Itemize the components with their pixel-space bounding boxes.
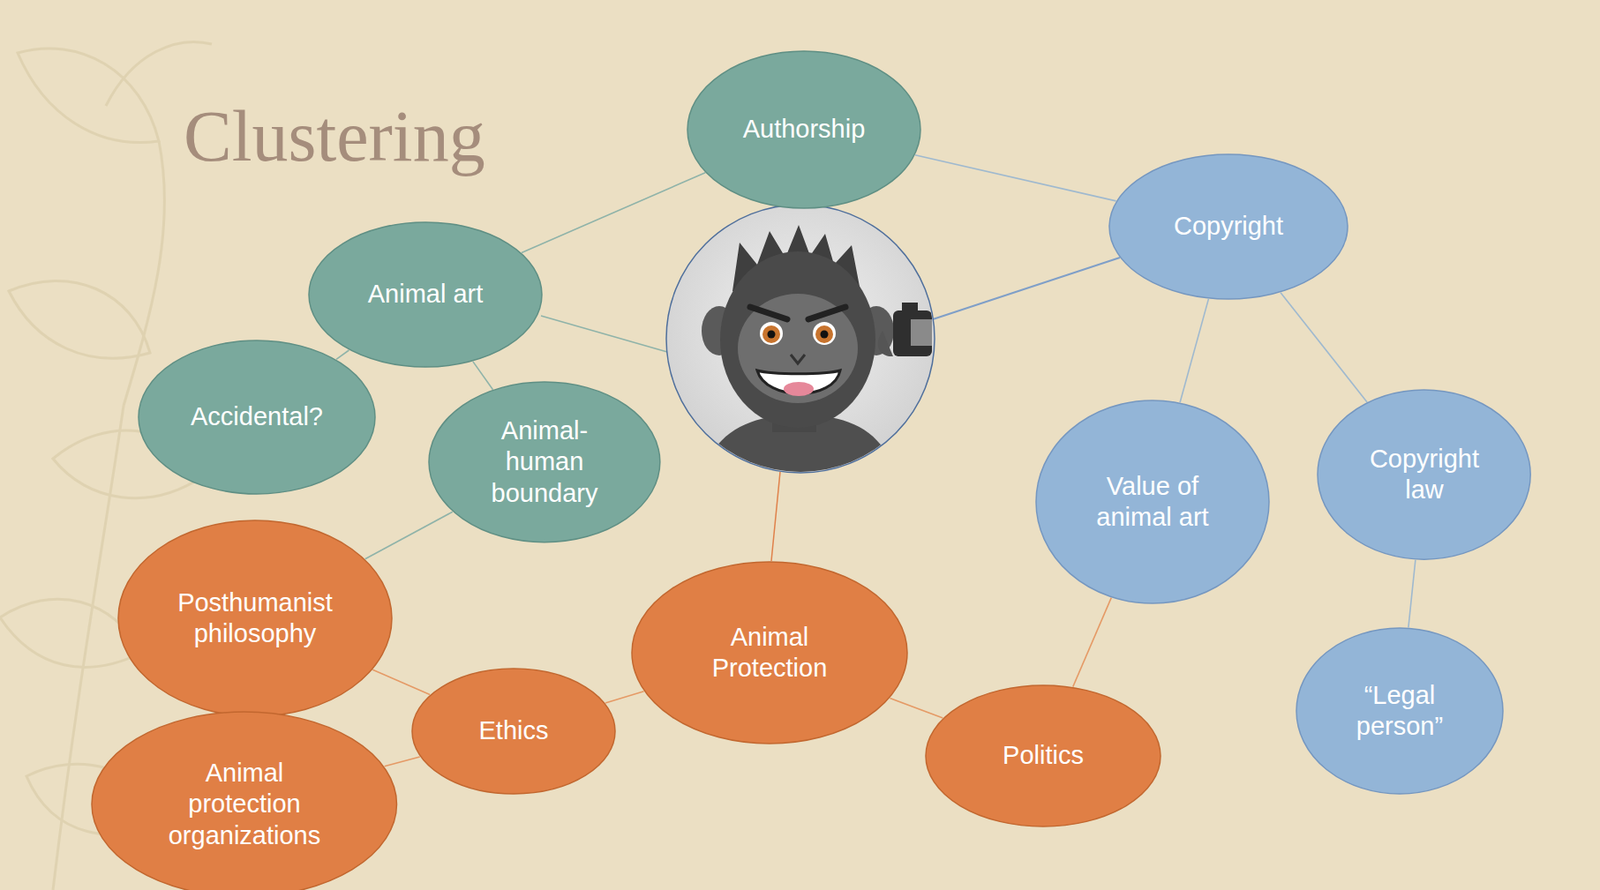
cluster-ellipse: Authorship (686, 50, 922, 210)
connector-line (473, 361, 494, 391)
monkey-iris (762, 325, 781, 344)
connector-line (1280, 292, 1368, 403)
monkey-face (737, 293, 858, 404)
text-block: Animal art (368, 278, 484, 310)
ellipse-outline (630, 561, 909, 745)
monkey-eye (759, 322, 783, 346)
connector-line (365, 511, 453, 559)
text-block: Animal protection organizations (147, 758, 342, 852)
text-block: Authorship (743, 113, 866, 145)
ellipse-shape (308, 222, 542, 368)
cluster-ellipse: Animal Protection (630, 561, 909, 745)
ellipse-shape (91, 712, 398, 890)
ellipse-outline (1295, 627, 1504, 796)
node-label: Animal Protection (676, 622, 863, 685)
slide-title: Clustering (183, 95, 486, 179)
monkey-tongue (783, 382, 814, 397)
ellipse-shape (412, 668, 616, 795)
cluster-ellipse: Copyright (1108, 153, 1349, 301)
node-label: Copyright law (1349, 443, 1500, 507)
node-label: Copyright (1173, 210, 1284, 242)
text-block: Value of animal art (1095, 471, 1210, 534)
cluster-ellipse: Animal-human boundary (428, 381, 662, 544)
portrait-border (666, 204, 935, 474)
node-label: Politics (1002, 740, 1084, 772)
connector-line (336, 350, 349, 360)
camera-icon (878, 302, 932, 357)
text-block: Copyright (1173, 210, 1284, 242)
ellipse-shape (687, 51, 921, 209)
text-block: Politics (1002, 740, 1084, 772)
node-label: Authorship (743, 113, 866, 145)
node-label: Animal-human boundary (482, 415, 607, 510)
node-label: Value of animal art (1095, 471, 1210, 534)
connector-line (932, 257, 1120, 320)
cluster-ellipse: Copyright law (1316, 389, 1532, 561)
text-block: Copyright law (1349, 443, 1500, 507)
leaf (8, 280, 151, 359)
camera-top (901, 302, 918, 314)
node-label: Animal protection organizations (147, 758, 342, 852)
ellipse-shape (1317, 390, 1531, 560)
cluster-ellipse: Posthumanist philosophy (117, 519, 393, 718)
camera-body (893, 310, 932, 357)
node-label: “Legal person” (1346, 680, 1453, 744)
cluster-ellipse: Ethics (411, 668, 616, 796)
connector-line (521, 172, 706, 254)
monkey-brow (808, 307, 846, 320)
monkey-eye (812, 322, 836, 346)
ellipse-shape (428, 382, 661, 543)
connector-line (1179, 299, 1209, 403)
cluster-ellipse: Accidental? (137, 339, 376, 496)
connector-line (605, 691, 645, 704)
cluster-ellipse: Politics (924, 684, 1162, 828)
camera-lens (910, 319, 932, 346)
cluster-ellipse: Animal art (307, 221, 543, 369)
ellipse-shape (118, 520, 392, 717)
cluster-ellipse: Value of animal art (1035, 399, 1270, 605)
ellipse-outline (117, 519, 393, 718)
cluster-ellipse: “Legal person” (1295, 627, 1504, 796)
text-block: Posthumanist philosophy (153, 587, 357, 651)
ellipse-shape (631, 562, 908, 744)
connector-line (384, 757, 421, 767)
ellipse-shape (925, 685, 1161, 827)
node-label: Ethics (479, 715, 549, 747)
connector-line (889, 698, 943, 719)
text-block: Animal-human boundary (482, 415, 607, 510)
ellipse-shape (1296, 628, 1503, 795)
monkey-nose (790, 354, 805, 364)
connector-line (1073, 598, 1112, 688)
ellipse-shape (138, 340, 376, 495)
monkey-hand (878, 330, 894, 357)
text-block: Animal Protection (676, 622, 863, 685)
text-block: “Legal person” (1346, 680, 1453, 744)
ellipse-shape (1036, 400, 1270, 604)
text-block: Accidental? (190, 401, 324, 433)
monkey-iris (815, 325, 834, 344)
monkey-pupil (767, 330, 776, 339)
node-label: Posthumanist philosophy (153, 587, 357, 651)
cluster-ellipse: Animal protection organizations (90, 711, 399, 890)
stem (123, 141, 165, 406)
node-label: Accidental? (190, 401, 324, 433)
connector-line (1408, 560, 1416, 629)
ellipse-outline (1035, 399, 1270, 605)
monkey-illustration (666, 204, 935, 495)
ellipse-shape (1109, 154, 1348, 300)
monkey-pupil (820, 330, 829, 339)
node-label: Animal art (368, 278, 484, 310)
connector-line (372, 669, 430, 695)
connector-line (915, 155, 1117, 202)
ellipse-outline (1316, 389, 1532, 561)
monkey-brow (750, 307, 788, 320)
connector-line (771, 472, 781, 562)
monkey-head (720, 251, 876, 429)
connector-line (540, 315, 668, 353)
text-block: Ethics (479, 715, 549, 747)
